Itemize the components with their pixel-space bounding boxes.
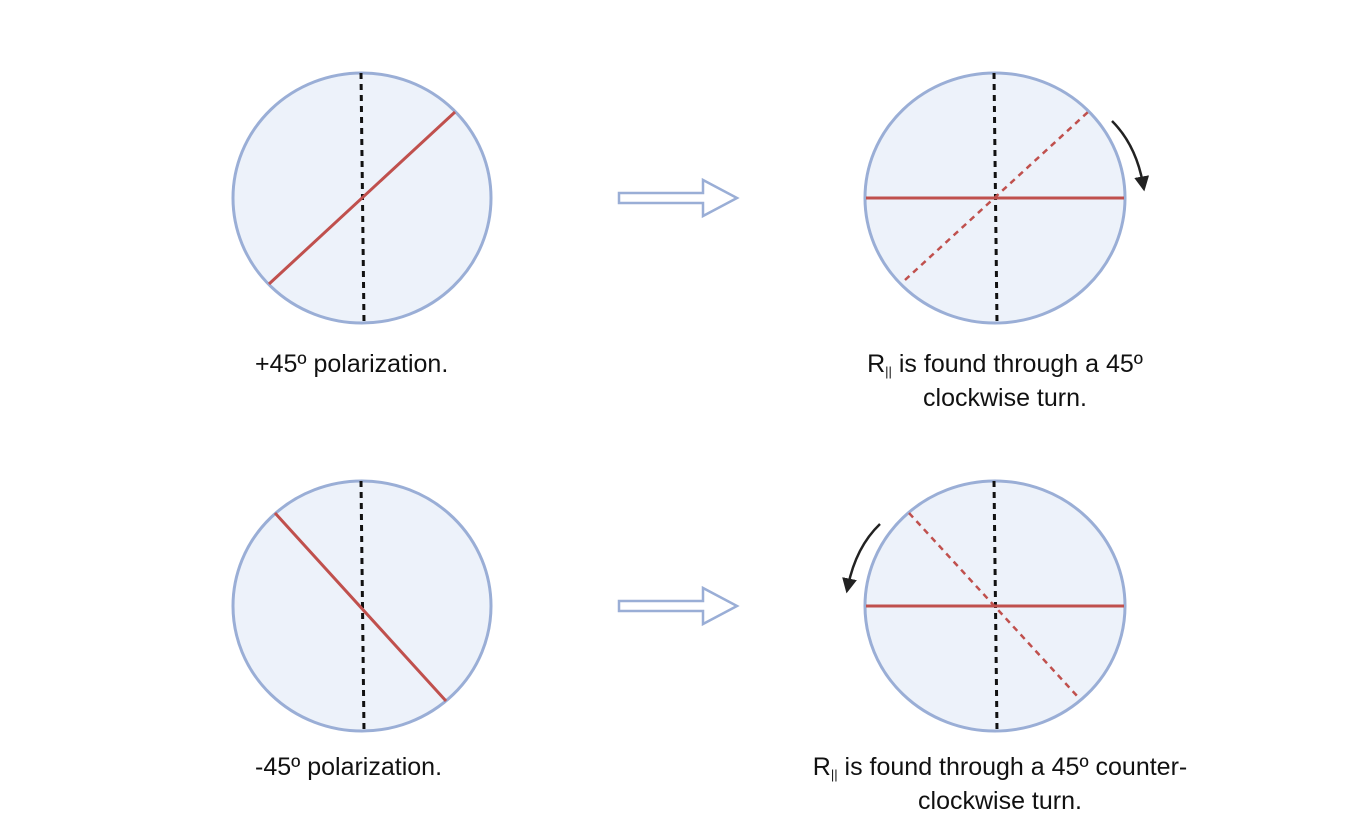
bottom-left-vertical-axis xyxy=(359,480,366,732)
counter-clockwise-arrow-icon xyxy=(842,523,881,594)
bottom-left-polarization-line xyxy=(273,511,448,703)
parallel-subscript: || xyxy=(885,364,892,379)
bottom-right-original-line-dashed xyxy=(908,512,1079,698)
bottom-right-caption-line2: clockwise turn. xyxy=(918,787,1082,815)
bottom-transition-arrow xyxy=(617,585,740,627)
bottom-left-panel xyxy=(231,479,493,733)
top-right-caption: R|| is found through a 45º clockwise tur… xyxy=(835,349,1175,414)
top-right-caption-line2: clockwise turn. xyxy=(923,384,1087,412)
bottom-left-caption: -45º polarization. xyxy=(255,753,443,781)
clockwise-arrow-icon xyxy=(1111,120,1150,192)
top-left-caption: +45º polarization. xyxy=(255,350,449,378)
top-right-caption-line1: R|| is found through a 45º xyxy=(867,350,1143,379)
top-transition-arrow xyxy=(617,177,740,219)
bottom-right-caption-line1: R|| is found through a 45º counter- xyxy=(812,753,1188,782)
top-left-panel xyxy=(231,71,493,325)
bottom-right-caption: R|| is found through a 45º counter- cloc… xyxy=(780,752,1220,817)
top-left-polarization-line xyxy=(267,110,457,286)
top-right-original-line-dashed xyxy=(904,111,1089,281)
parallel-subscript: || xyxy=(830,767,838,782)
bottom-right-panel xyxy=(842,479,1127,733)
top-right-panel xyxy=(863,71,1150,325)
